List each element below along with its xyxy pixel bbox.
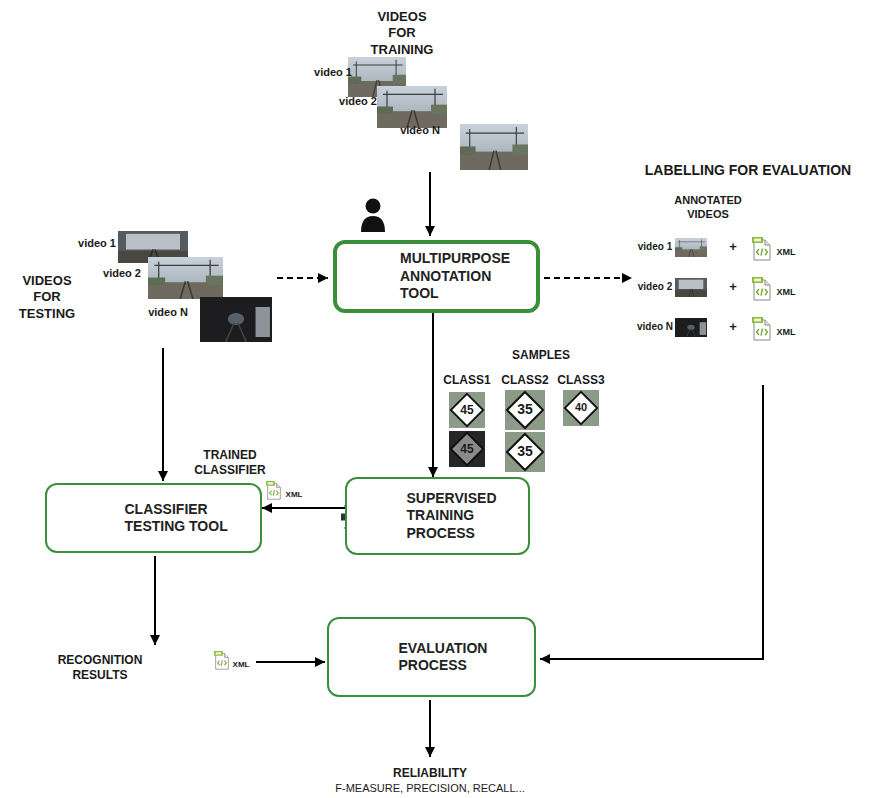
flow-arrow [262, 507, 345, 509]
flow-arrow [429, 700, 431, 757]
flow-arrow [154, 556, 156, 645]
video-label: video 2 [103, 267, 141, 281]
video-label: video N [148, 306, 188, 320]
flow-arrow [432, 313, 434, 478]
section-heading: LABELLING FOR EVALUATION [645, 162, 851, 180]
sign-number: 45 [460, 442, 473, 457]
metric-list: F-MEASURE, PRECISION, RECALL... [335, 782, 524, 796]
file-label: XML [233, 660, 250, 670]
sign-sample [505, 432, 545, 472]
sign-number: 40 [575, 401, 587, 415]
video-label: video N [637, 321, 673, 334]
xml-file-icon [266, 481, 280, 499]
xml-file-icon [752, 237, 770, 260]
plus-sign: + [729, 319, 737, 335]
result-label: RELIABILITY [393, 766, 467, 781]
section-heading: ANNOTATED VIDEOS [663, 194, 753, 222]
video-thumbnail [148, 257, 223, 299]
file-label: XML [777, 287, 796, 298]
section-heading: TRAINED CLASSIFIER [180, 448, 280, 478]
flow-arrow [429, 172, 431, 236]
section-heading: VIDEOS FOR TRAINING [367, 9, 437, 58]
xml-file-icon [752, 317, 770, 340]
sign-number: 35 [517, 443, 533, 461]
box-label: EVALUATION PROCESS [399, 640, 499, 675]
video-thumbnail [675, 238, 707, 257]
dashed-arrow [277, 277, 328, 279]
video-thumbnail [377, 86, 447, 128]
class-label: CLASS2 [501, 373, 548, 388]
dashed-arrow [544, 277, 632, 279]
tool-box: CLASSIFIER TESTING TOOL [45, 483, 262, 553]
class-label: CLASS1 [443, 373, 490, 388]
class-label: CLASS3 [557, 373, 604, 388]
box-label: SUPERVISED TRAINING PROCESS [407, 490, 507, 543]
video-label: video 1 [78, 237, 116, 251]
section-heading: VIDEOS FOR TESTING [12, 273, 82, 322]
video-label: video 1 [638, 241, 672, 254]
sign-sample [563, 390, 599, 426]
user-icon [361, 199, 385, 233]
flow-arrow [540, 385, 763, 659]
plus-sign: + [729, 279, 737, 295]
video-thumbnail [460, 124, 528, 170]
sign-sample [505, 390, 545, 430]
flow-arrow [162, 348, 164, 481]
plus-sign: + [729, 239, 737, 255]
flow-arrow [256, 661, 325, 663]
process-box: SUPERVISED TRAINING PROCESS [345, 477, 530, 555]
section-heading: SAMPLES [512, 348, 570, 363]
xml-file-icon [752, 277, 770, 300]
box-label: MULTIPURPOSE ANNOTATION TOOL [400, 250, 518, 303]
video-thumbnail [675, 318, 707, 337]
video-thumbnail [675, 278, 707, 297]
sign-number: 45 [460, 403, 473, 418]
process-box: EVALUATION PROCESS [327, 617, 536, 697]
file-label: XML [777, 247, 796, 258]
video-label: video 2 [638, 281, 672, 294]
section-heading: RECOGNITION RESULTS [50, 653, 150, 683]
video-label: video 2 [339, 95, 377, 109]
sign-sample [449, 392, 485, 428]
video-thumbnail [200, 297, 272, 342]
file-label: XML [777, 327, 796, 338]
file-label: XML [286, 490, 303, 500]
box-label: CLASSIFIER TESTING TOOL [125, 501, 235, 536]
sign-sample [449, 431, 485, 467]
xml-file-icon [214, 651, 228, 669]
tool-box: MULTIPURPOSE ANNOTATION TOOL [333, 240, 540, 313]
video-label: video N [400, 124, 440, 138]
sign-number: 35 [517, 401, 533, 419]
video-label: video 1 [314, 66, 352, 80]
